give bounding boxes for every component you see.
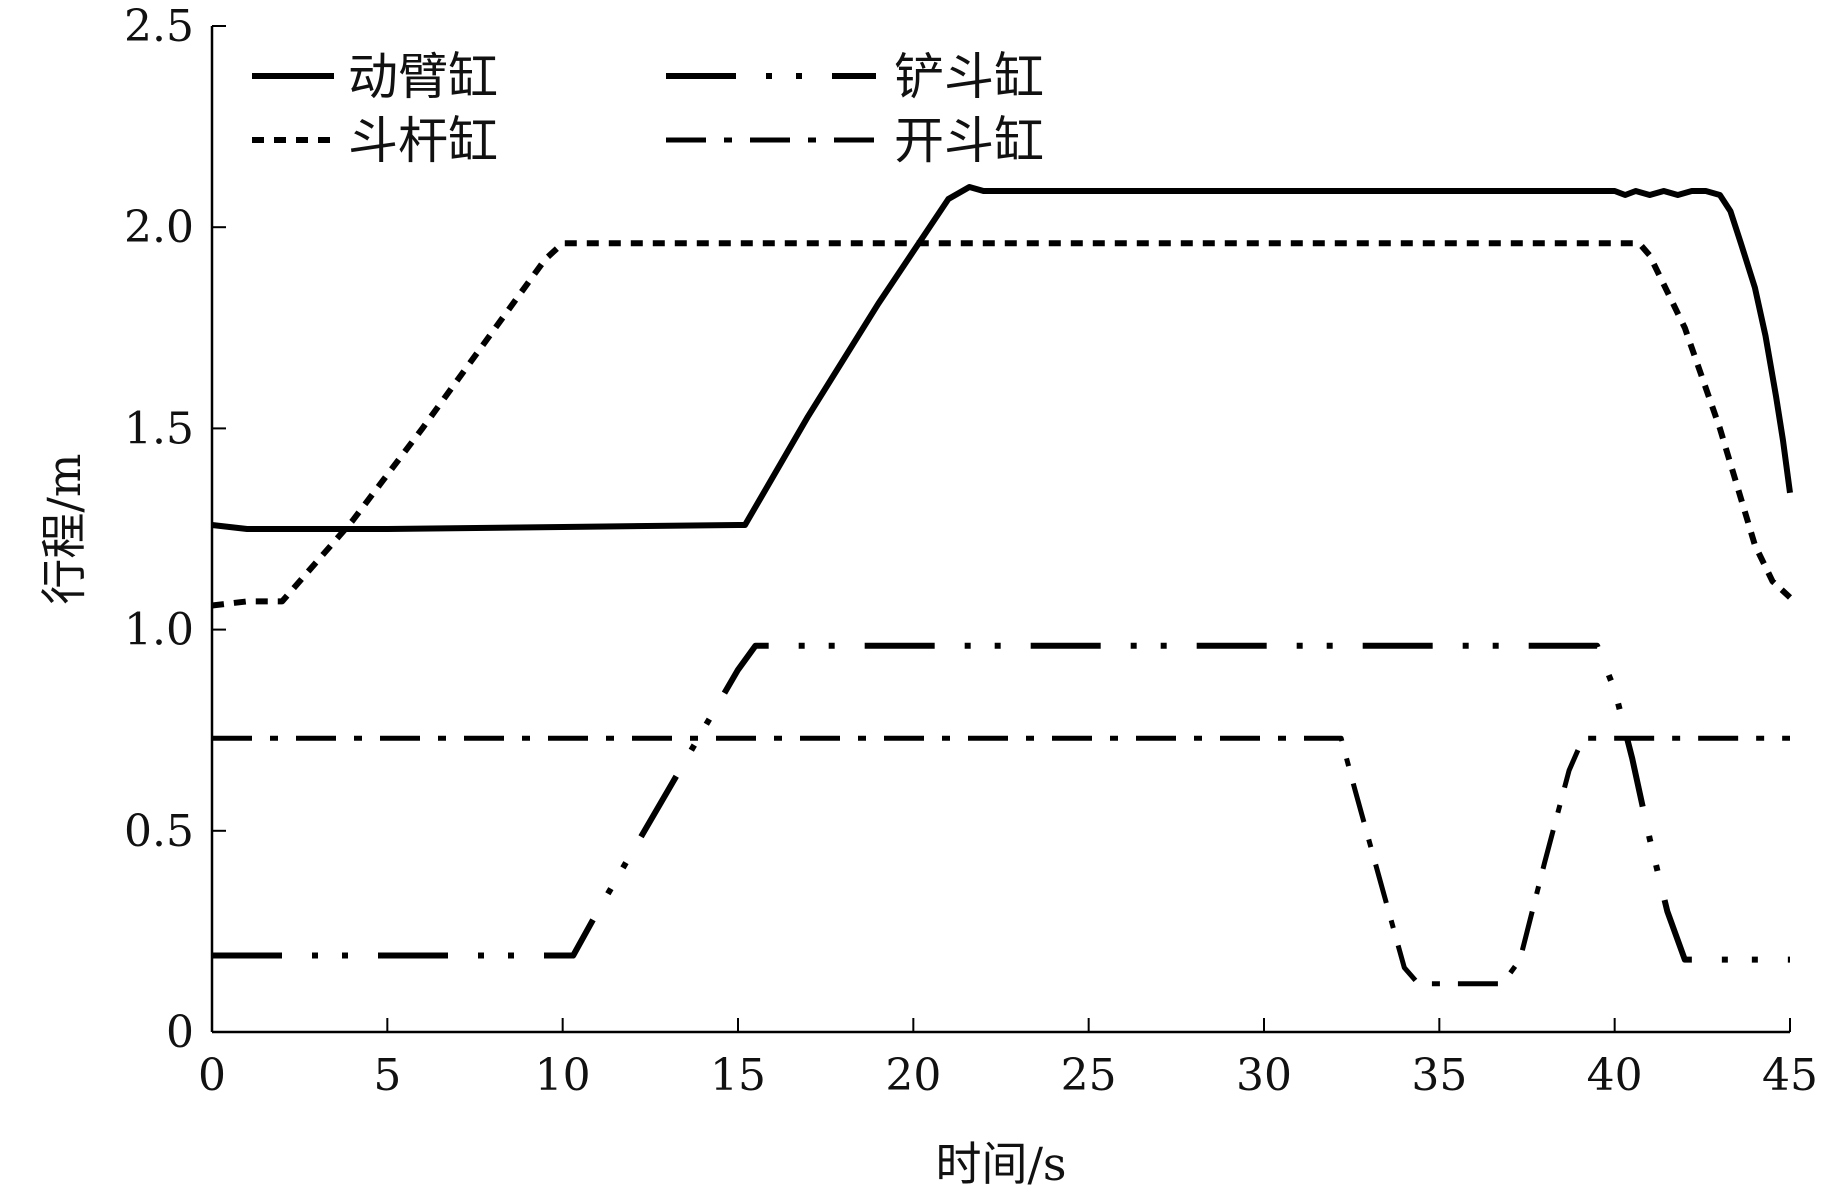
x-tick-label: 35 (1411, 1050, 1467, 1101)
axes: 0 5 10 15 20 25 30 35 40 45 0 0.5 1.0 1.5 2.0 2.5 (124, 1, 1818, 1101)
x-tick-label: 15 (710, 1050, 766, 1101)
y-tick-label: 1.0 (124, 605, 194, 656)
x-tick-label: 45 (1762, 1050, 1818, 1101)
series-line-4 (212, 735, 1790, 987)
x-tick-label: 5 (373, 1050, 401, 1101)
y-tick-label: 0.5 (124, 806, 194, 857)
x-tick-label: 10 (535, 1050, 591, 1101)
x-axis-title: 时间/s (935, 1137, 1066, 1191)
legend-label-4: 开斗缸 (894, 112, 1044, 170)
legend-label-3: 斗杆缸 (348, 112, 498, 170)
x-tick-label: 25 (1061, 1050, 1117, 1101)
x-tick-label: 40 (1587, 1050, 1643, 1101)
y-tick-label: 2.5 (124, 1, 194, 52)
y-tick-label: 2.0 (124, 202, 194, 253)
series-layer (211, 184, 1793, 987)
y-axis-title: 行程/m (37, 453, 91, 604)
legend-label-1: 动臂缸 (348, 48, 498, 106)
x-tick-label: 20 (885, 1050, 941, 1101)
series-line-3 (211, 240, 1793, 609)
legend-label-2: 铲斗缸 (894, 48, 1044, 106)
x-tick-label: 30 (1236, 1050, 1292, 1101)
series-line-1 (211, 184, 1793, 532)
y-tick-label: 0 (166, 1007, 194, 1058)
y-tick-label: 1.5 (124, 403, 194, 454)
series-line-2 (212, 642, 1790, 963)
x-tick-label: 0 (198, 1050, 226, 1101)
